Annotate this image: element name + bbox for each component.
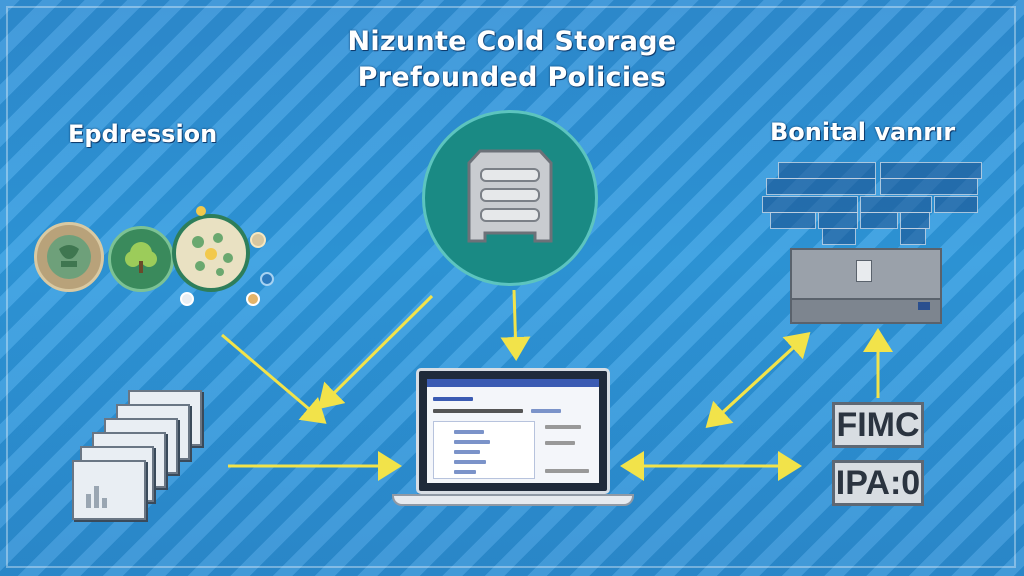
diagram-frame xyxy=(6,6,1016,568)
badge-circle-3 xyxy=(172,214,250,292)
tag-fimc: FIMC xyxy=(832,402,924,448)
laptop-screen xyxy=(427,379,599,483)
small-dot-1 xyxy=(196,206,206,216)
document-6 xyxy=(72,460,146,520)
rack-server-icon xyxy=(790,248,942,324)
rack-drive-bay xyxy=(792,298,940,322)
arrow-laptop-to-rack xyxy=(708,331,811,426)
rack-led xyxy=(918,302,930,310)
bar-chart-icon xyxy=(86,486,107,508)
small-dot-4 xyxy=(180,292,194,306)
left-section-label: Epdression xyxy=(68,120,218,148)
badge-circle-2 xyxy=(108,226,174,292)
screen-titlebar xyxy=(427,379,599,387)
small-dot-2 xyxy=(250,232,266,248)
server-icon xyxy=(467,149,553,243)
arrow-server-to-laptop-left xyxy=(317,294,434,410)
title-line-2: Prefounded Policies xyxy=(357,62,667,93)
arrow-server-to-laptop xyxy=(500,289,531,361)
arrow-left-icons-to-laptop xyxy=(221,333,327,424)
badge-circle-1 xyxy=(34,222,104,292)
right-section-label: Bonital vanrır xyxy=(770,118,956,146)
small-dot-5 xyxy=(246,292,260,306)
tag-ipa: IPA:0 xyxy=(832,460,924,506)
small-dot-3 xyxy=(260,272,274,286)
screen-panel xyxy=(433,421,535,479)
dots-cluster-icon xyxy=(192,233,233,276)
storage-server-circle xyxy=(422,110,598,286)
laptop-base xyxy=(392,494,634,506)
tree-icon xyxy=(125,242,157,273)
globe-icon xyxy=(47,235,91,279)
laptop-screen-frame xyxy=(416,368,610,494)
rack-lock xyxy=(856,260,872,282)
title-line-1: Nizunte Cold Storage xyxy=(347,26,677,57)
